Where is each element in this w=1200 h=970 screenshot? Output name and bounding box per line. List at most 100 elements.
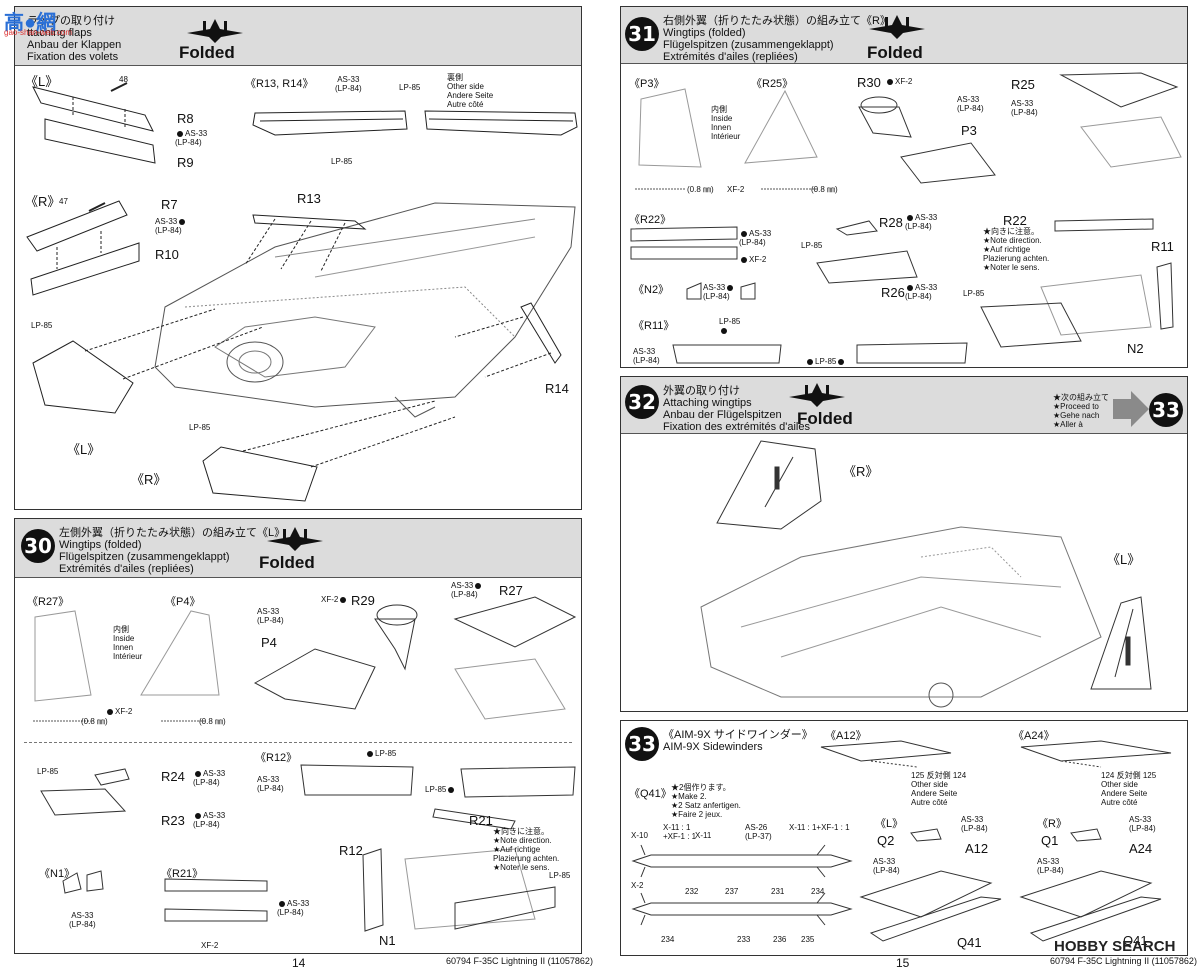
page-number: 15 — [896, 956, 910, 970]
paint-as33: AS-33(LP-84) — [175, 129, 208, 147]
drill-size: (0.8 ㎜) — [81, 717, 108, 726]
step-31-panel: 31 右側外翼（折りたたみ状態）の組み立て《R》 Wingtips (folde… — [620, 6, 1188, 368]
part-n1: N1 — [379, 933, 396, 948]
r-side-label: 《R》 — [1037, 818, 1067, 830]
l-side-label: 《L》 — [875, 818, 904, 830]
folded-label: Folded — [867, 43, 923, 62]
step-title-de: Flügelspitzen (zusammengeklappt) — [59, 551, 230, 563]
step-title-en: Wingtips (folded) — [59, 539, 142, 551]
step-title-fr: Fixation des volets — [27, 51, 119, 63]
step-30-panel: 30 左側外翼（折りたたみ状態）の組み立て《L》 Wingtips (folde… — [14, 518, 582, 954]
part-r27: R27 — [499, 583, 523, 598]
paint-as33: AS-33(LP-84) — [739, 229, 772, 247]
decal-234: 234 — [811, 887, 825, 896]
step-31-header — [621, 7, 1187, 64]
step-30-divider — [24, 742, 572, 743]
drill-size: (0.8 ㎜) — [687, 185, 714, 194]
step-title-en: Wingtips (folded) — [663, 27, 746, 39]
step-title-jp: 左側外翼（折りたたみ状態）の組み立て《L》 — [59, 527, 286, 539]
folded-jet-icon — [869, 15, 925, 39]
p4-label: 《P4》 — [165, 596, 201, 608]
part-r29: R29 — [351, 593, 375, 608]
n1-label: 《N1》 — [39, 868, 76, 880]
next-step-number: 33 — [1149, 393, 1183, 427]
step-29-panel: ラップの取り付け ttaching flaps Anbau der Klappe… — [14, 6, 582, 510]
decal-232: 232 — [685, 887, 699, 896]
step-30-header — [15, 519, 581, 578]
paint-as33: AS-33(LP-84) — [69, 911, 96, 929]
folded-label: Folded — [179, 43, 235, 62]
side-r-label: 《R》 — [25, 194, 61, 209]
part-q1: Q1 — [1041, 833, 1059, 848]
paint-x10: X-10 — [631, 831, 648, 840]
step-title-de: Anbau der Klappen — [27, 39, 122, 51]
part-q41: Q41 — [957, 935, 982, 950]
part-r28: R28 — [879, 215, 903, 230]
paint-as33: AS-33(LP-84) — [905, 283, 938, 301]
part-a24: A24 — [1129, 841, 1153, 856]
paint-lp85: LP-85 — [31, 321, 53, 330]
step-30-drawings — [33, 596, 577, 932]
part-r25: R25 — [1011, 77, 1035, 92]
footer-text: 60794 F-35C Lightning II (11057862) — [1050, 956, 1197, 966]
paint-lp85: LP-85 — [37, 767, 59, 776]
step-30-number: 30 — [21, 529, 55, 563]
step-title-jp: 右側外翼（折りたたみ状態）の組み立て《R》 — [663, 15, 891, 27]
step-31-titles: 右側外翼（折りたたみ状態）の組み立て《R》 Wingtips (folded) … — [663, 15, 891, 63]
paint-as33: AS-33(LP-84) — [1129, 815, 1156, 833]
callout-48: 48 — [119, 75, 128, 84]
part-r12: R12 — [339, 843, 363, 858]
paint-mix: X-11 : 1+XF-1 : 1 — [663, 823, 697, 841]
step-title-jp: 外翼の取り付け — [663, 385, 740, 397]
paint-lp85: LP-85 — [425, 785, 456, 794]
paint-x2: X-2 — [631, 881, 644, 890]
paint-lp85: LP-85 — [549, 871, 571, 880]
paint-as33: AS-33(LP-84) — [905, 213, 938, 231]
paint-as33: AS-33(LP-84) — [451, 581, 483, 599]
step-32-header — [621, 377, 1187, 434]
paint-as33: AS-33(LP-84) — [703, 283, 735, 301]
paint-as33: AS-33(LP-84) — [961, 815, 988, 833]
drill-size: (0.8 ㎜) — [811, 185, 838, 194]
step-title-en: AIM-9X Sidewinders — [663, 741, 763, 753]
decal-236: 236 — [773, 935, 787, 944]
part-r14: R14 — [545, 381, 569, 396]
part-r7: R7 — [161, 197, 178, 212]
r12-label: 《R12》 — [255, 752, 298, 764]
paint-as33: AS-33(LP-84) — [193, 811, 226, 829]
part-a12: A12 — [965, 841, 989, 856]
r21-label: 《R21》 — [161, 868, 204, 880]
step-29-header — [15, 7, 581, 66]
a24-label: 《A24》 — [1013, 730, 1055, 742]
paint-as33: AS-33(LP-84) — [1011, 99, 1038, 117]
folded-jet-icon — [267, 527, 323, 551]
paint-as33: AS-33(LP-84) — [277, 899, 310, 917]
paint-x11: X-11 — [695, 831, 712, 840]
r27-label: 《R27》 — [27, 596, 70, 608]
folded-label: Folded — [259, 553, 315, 572]
step-title-fr: Extrémités d'ailes (repliées) — [663, 51, 798, 63]
part-q41: Q41 — [1123, 933, 1148, 948]
part-r8: R8 — [177, 111, 194, 126]
part-r30: R30 — [857, 75, 881, 90]
part-p4: P4 — [261, 635, 277, 650]
next-step-note: ★次の組み立て★Proceed to★Gehe nach★Aller à — [1053, 393, 1109, 429]
part-r22: R22 — [1003, 213, 1027, 228]
paint-as33: AS-33(LP-84) — [335, 75, 362, 93]
part-n2: N2 — [1127, 341, 1144, 356]
decal-231: 231 — [771, 887, 785, 896]
decal-235: 235 — [801, 935, 815, 944]
part-r9: R9 — [177, 155, 194, 170]
paint-lp85: LP-85 — [719, 317, 740, 335]
step-30-titles: 左側外翼（折りたたみ状態）の組み立て《L》 Wingtips (folded) … — [59, 527, 285, 575]
step-33-titles: 《AIM-9X サイドワインダー》 AIM-9X Sidewinders — [663, 729, 813, 753]
r13-r14-label: 《R13, R14》 — [245, 78, 314, 90]
paint-xf2: XF-2 — [201, 941, 219, 950]
paint-as33: AS-33(LP-84) — [257, 775, 284, 793]
right-wing-label: 《R》 — [843, 464, 879, 479]
